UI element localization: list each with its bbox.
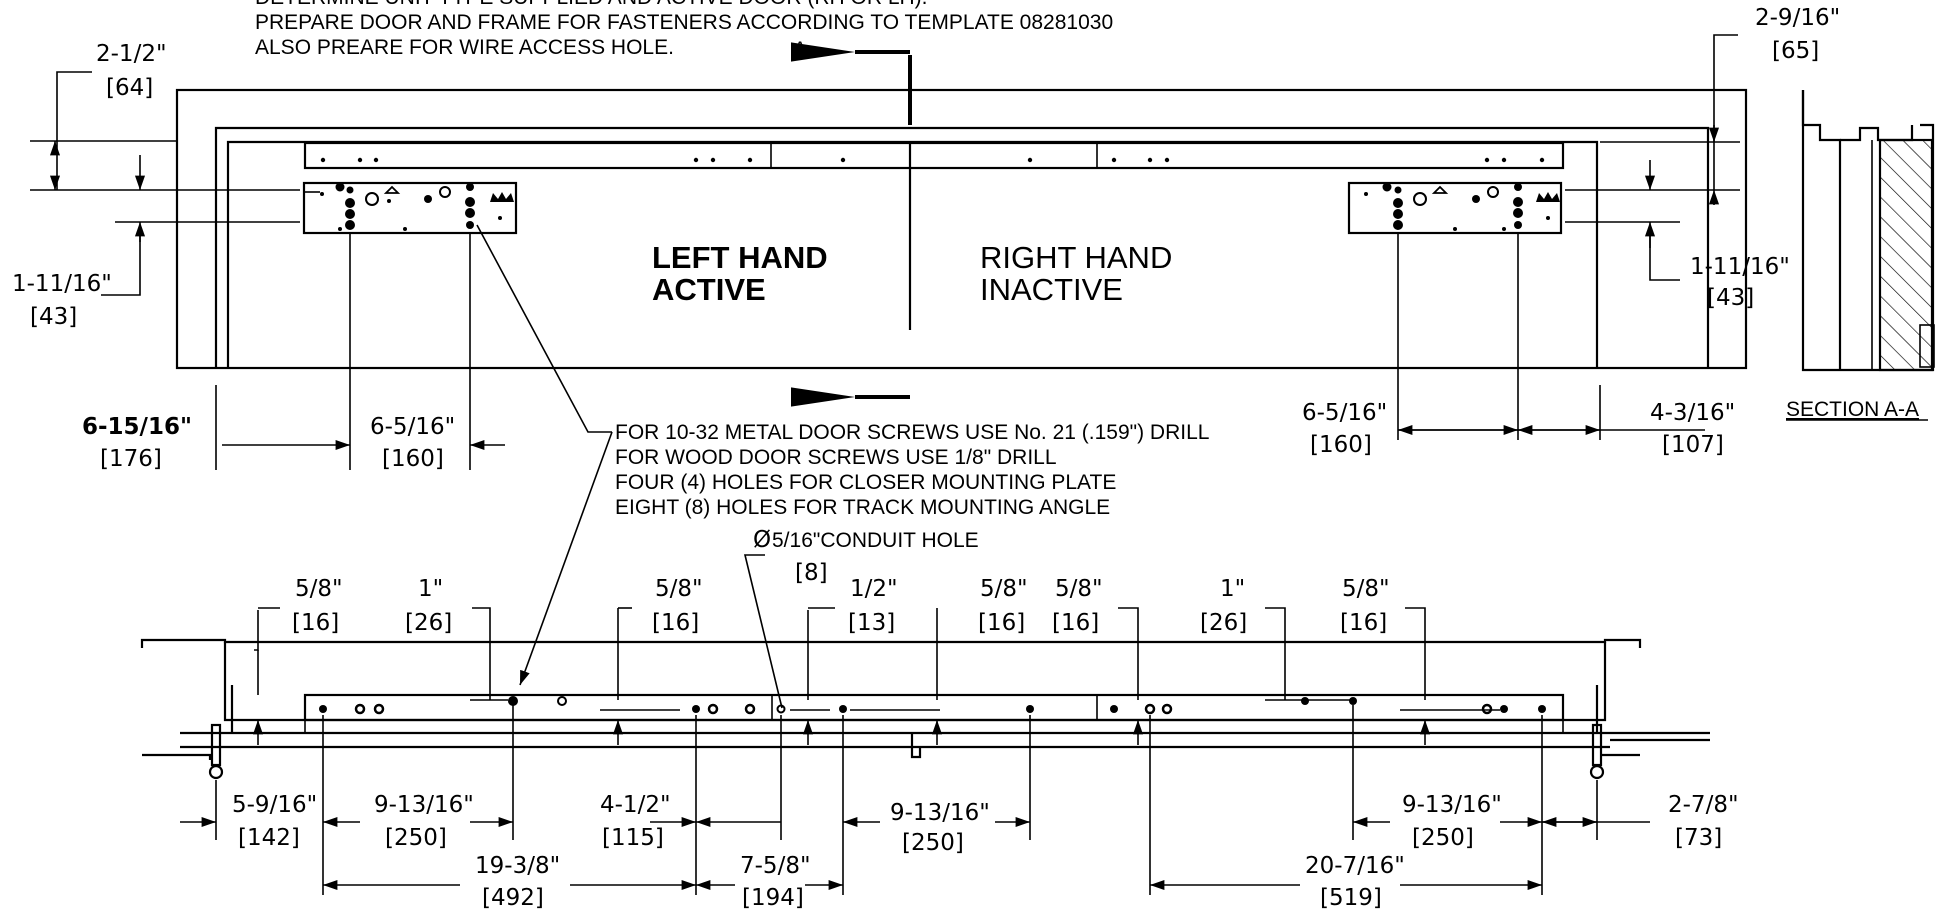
dim-b7-metric: [26] [1200,610,1247,636]
frame-rabbet [214,126,1710,368]
dim-b2-imperial: 1" [418,576,443,602]
dim-c1-imperial: 5-9/16" [232,792,317,818]
dim-b4-metric: [13] [848,610,895,636]
dim-b8-imperial: 5/8" [1342,576,1390,602]
dim-top-left-metric: [64] [106,75,153,101]
dim-c5-metric: [250] [1412,825,1474,851]
dim-c6-imperial: 2-7/8" [1668,792,1739,818]
dim-left-edge-imperial: 6-15/16" [82,414,192,440]
dim-left-plate-metric: [43] [30,304,77,330]
dim-c2-imperial: 9-13/16" [374,792,474,818]
dim-right-plate-imperial: 1-11/16" [1690,254,1790,280]
section-marker-bottom: A [793,386,807,409]
frame-outline [175,88,1748,370]
dim-b3-imperial: 5/8" [655,576,703,602]
dim-right-edge-imperial: 4-3/16" [1650,400,1735,426]
track-hole [320,157,1545,163]
left-door-label-1: LEFT HAND [652,240,828,275]
dim-b8-metric: [16] [1340,610,1387,636]
dim-b5-metric: [16] [978,610,1025,636]
dim-d3-imperial: 20-7/16" [1305,853,1405,879]
dim-b4-imperial: 1/2" [850,576,898,602]
dim-b3-metric: [16] [652,610,699,636]
plan-lower-dimensions: 5-9/16" [142] 9-13/16" [250] 4-1/2" [115… [180,705,1739,911]
dim-left-plate-imperial: 1-11/16" [12,271,112,297]
dim-left-edge-metric: [176] [100,446,162,472]
section-a-a-view: SECTION A-A [1786,90,1935,421]
dim-top-right-metric: [65] [1772,38,1819,64]
dim-d1-metric: [492] [482,885,544,911]
drill-note-1: FOR 10-32 METAL DOOR SCREWS USE No. 21 (… [615,421,1209,444]
dim-b6-imperial: 5/8" [1055,576,1103,602]
dim-d3-metric: [519] [1320,885,1382,911]
dim-top-left-imperial: 2-1/2" [96,41,167,67]
dim-b7-imperial: 1" [1220,576,1245,602]
conduit-label: 5/16"CONDUIT HOLE [772,529,979,552]
dim-left-hole-spacing-imperial: 6-5/16" [370,414,455,440]
dim-d1-imperial: 19-3/8" [475,853,560,879]
plan-hole [319,696,1546,715]
note-line-3: ALSO PREARE FOR WIRE ACCESS HOLE. [255,36,674,59]
dim-b6-metric: [16] [1052,610,1099,636]
section-label: SECTION A-A [1786,398,1919,421]
dim-c5-imperial: 9-13/16" [1402,792,1502,818]
plan-upper-dimensions: 5/8" [16] 1" [26] 5/8" [16] 1/2" [13] 5/… [252,576,1500,745]
dim-b5-imperial: 5/8" [980,576,1028,602]
right-door-label-2: INACTIVE [980,272,1123,307]
drill-note-2: FOR WOOD DOOR SCREWS USE 1/8" DRILL [615,446,1057,469]
plan-view [140,638,1710,780]
left-closer-plate [302,181,518,235]
conduit-metric: [8] [795,560,828,586]
right-door-label-1: RIGHT HAND [980,240,1172,275]
dim-right-hole-spacing-imperial: 6-5/16" [1302,400,1387,426]
dim-c2-metric: [250] [385,825,447,851]
dim-c1-metric: [142] [238,825,300,851]
dim-b2-metric: [26] [405,610,452,636]
dim-c4-metric: [250] [902,830,964,856]
dim-b1-metric: [16] [292,610,339,636]
dim-right-plate-metric: [43] [1707,285,1754,311]
dim-right-edge-metric: [107] [1662,432,1724,458]
dim-b1-imperial: 5/8" [295,576,343,602]
dim-c3-imperial: 4-1/2" [600,792,671,818]
drill-note-3: FOUR (4) HOLES FOR CLOSER MOUNTING PLATE [615,471,1116,494]
general-notes: DETERMINE UNIT TYPE SUPPLIED AND ACTIVE … [255,0,1113,59]
dim-right-hole-spacing-metric: [160] [1310,432,1372,458]
dim-d2-imperial: 7-5/8" [740,853,811,879]
dim-c3-metric: [115] [602,825,664,851]
dim-c4-imperial: 9-13/16" [890,800,990,826]
section-marker-top: A [793,38,807,61]
right-closer-plate [1347,181,1563,235]
dim-left-hole-spacing-metric: [160] [382,446,444,472]
track-bar [303,141,1565,170]
drill-note-4: EIGHT (8) HOLES FOR TRACK MOUNTING ANGLE [615,496,1110,519]
elevation-dimensions: 2-1/2" [64] 1-11/16" [43] 2-9/16" [65] 1… [12,5,1840,472]
door-top-edge [226,140,1599,368]
elevation-view: LEFT HAND ACTIVE RIGHT HAND INACTIVE A A [175,38,1748,409]
drill-notes: FOR 10-32 METAL DOOR SCREWS USE No. 21 (… [476,224,1209,686]
dim-d2-metric: [194] [742,885,804,911]
note-line-1: DETERMINE UNIT TYPE SUPPLIED AND ACTIVE … [255,0,928,9]
dim-c6-metric: [73] [1675,825,1722,851]
note-line-2: PREPARE DOOR AND FRAME FOR FASTENERS ACC… [255,11,1113,34]
dim-top-right-imperial: 2-9/16" [1755,5,1840,31]
conduit-note: Ø 5/16"CONDUIT HOLE [8] [743,527,979,709]
conduit-symbol: Ø [753,527,771,553]
left-door-label-2: ACTIVE [652,272,766,307]
